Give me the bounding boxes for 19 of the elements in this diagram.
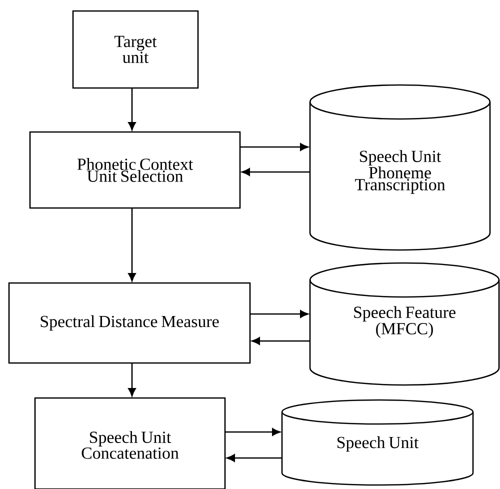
node-label: Speech Unit xyxy=(337,436,419,452)
node-label: Speech Feature (MFCC) xyxy=(354,306,456,338)
arrow xyxy=(128,208,136,282)
process-box: Speech Unit Concatenation xyxy=(34,397,226,489)
database-cylinder: Speech Feature (MFCC) xyxy=(309,262,500,386)
arrow xyxy=(128,88,136,130)
arrow xyxy=(240,143,308,151)
process-box: Spectral Distance Measure xyxy=(8,282,251,364)
database-cylinder: Speech Unit Phoneme Transcription xyxy=(309,84,491,251)
node-label: Speech Unit Phoneme Transcription xyxy=(354,150,446,194)
arrow xyxy=(128,362,136,396)
arrow xyxy=(250,310,308,318)
process-box: Target unit xyxy=(72,10,199,89)
arrow xyxy=(225,428,280,436)
database-cylinder: Speech Unit xyxy=(281,399,474,486)
arrow xyxy=(252,337,310,345)
arrow xyxy=(242,168,310,176)
arrow xyxy=(226,454,282,462)
process-box: Phonetic Context Unit Selection xyxy=(29,131,241,209)
